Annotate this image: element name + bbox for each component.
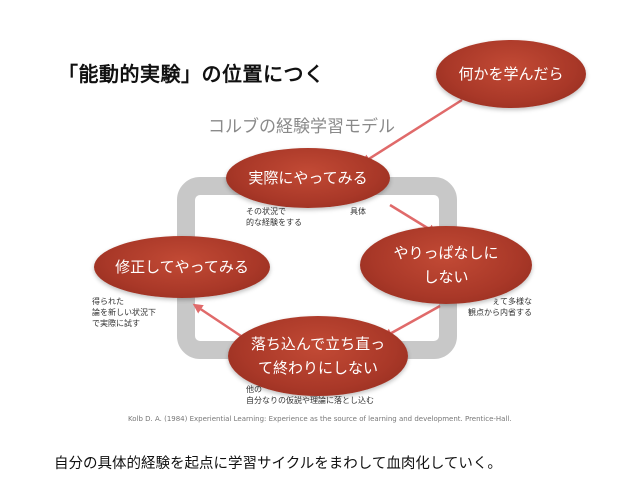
cycle-node-conceptualize: 落ち込んで立ち直っ て終わりにしない — [228, 316, 408, 396]
caption: 自分の具体的経験を起点に学習サイクルをまわして血肉化していく。 — [54, 456, 502, 472]
arrow-callout-to-experience — [360, 98, 463, 165]
callout-node-label: 何かを学んだら — [458, 65, 564, 83]
model-title: コルブの経験学習モデル — [208, 117, 395, 137]
cycle-node-reflect: やりっぱなしに しない — [360, 226, 532, 304]
arrow-reflect-to-conceptualize — [382, 304, 441, 338]
subtext-reflect: ぇて多様な 観点から内省する — [468, 297, 532, 317]
cycle-node-label: やりっぱなしに しない — [393, 244, 499, 286]
cycle-node-label: 落ち込んで立ち直っ て終わりにしない — [250, 335, 386, 377]
subtext-experience: その状況で 的な経験をする — [246, 207, 302, 227]
cycle-node-experiment: 修正してやってみる — [94, 236, 270, 298]
subtext-conceptualize: 他の 自分なりの仮説や理論に落とし込む — [246, 385, 374, 405]
arrow-conceptualize-to-experiment — [192, 303, 245, 340]
cycle-node-label: 修正してやってみる — [115, 258, 249, 276]
cycle-node-label: 実際にやってみる — [248, 169, 368, 187]
subtext-experiment: 得られた 論を新しい状況下 で実際に試す — [92, 297, 156, 328]
citation: Kolb D. A. (1984) Experiential Learning:… — [128, 415, 512, 423]
callout-node: 何かを学んだら — [436, 40, 586, 108]
subtext-experience-tail: 具体 — [350, 207, 366, 216]
slide-title: 「能動的実験」の位置につく — [58, 62, 325, 86]
cycle-node-experience: 実際にやってみる — [226, 148, 390, 208]
